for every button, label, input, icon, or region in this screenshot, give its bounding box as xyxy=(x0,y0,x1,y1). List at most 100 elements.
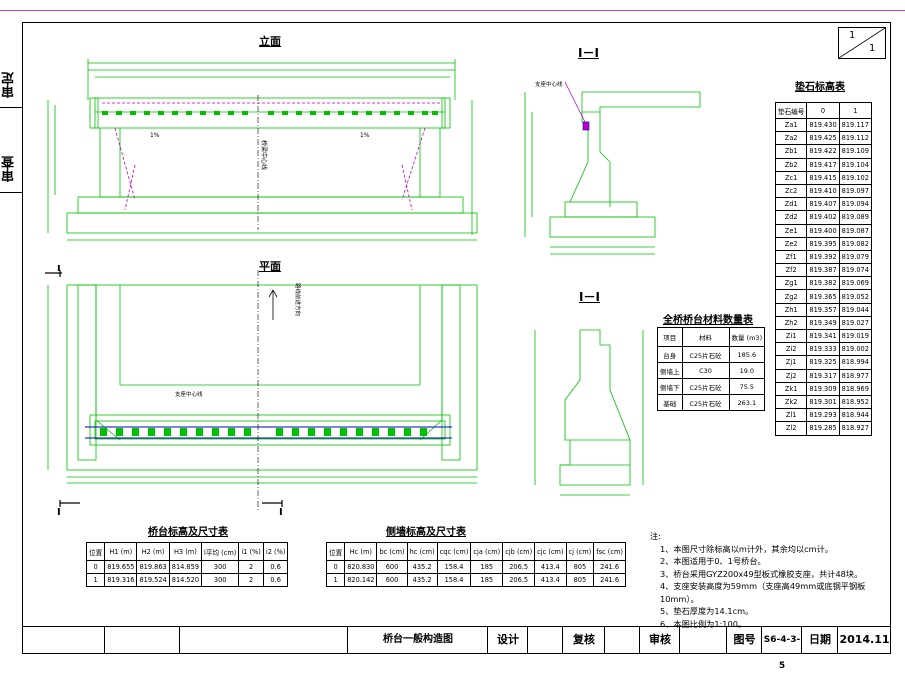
abutment-cell: 1 xyxy=(85,573,106,587)
pad-cell: 819.117 xyxy=(838,117,872,133)
pad-cell: 819.415 xyxy=(806,170,840,185)
pad-cell: 819.309 xyxy=(806,381,840,396)
abutment-cell: 300 xyxy=(201,560,240,574)
drawing-no: S6-4-3-5 xyxy=(761,627,802,671)
abutment-cell: 819.863 xyxy=(136,560,170,574)
abutment-cell: 819.316 xyxy=(104,573,138,587)
material-cell: 侧墙上 xyxy=(657,362,683,379)
pad-cell: 819.422 xyxy=(806,144,840,159)
plan-view: I I I 支座中心线 路线前进方向 xyxy=(45,265,478,515)
wall-header-cell: bc (cm) xyxy=(376,542,408,561)
abutment-cell: 819.524 xyxy=(136,573,170,587)
sheet-number-bottom: 1 xyxy=(869,43,876,54)
pad-cell: Zc1 xyxy=(774,170,808,185)
pad-cell: Zh1 xyxy=(774,302,808,317)
wall-cell: 158.4 xyxy=(436,560,472,574)
wall-cell: 805 xyxy=(565,573,595,587)
wall-header-cell: cqc (cm) xyxy=(436,542,472,561)
pad-cell: Zd2 xyxy=(774,210,808,225)
pad-header-cell: 1 xyxy=(838,102,872,119)
wall-header-cell: hc (cm) xyxy=(406,542,438,561)
section-view-lower xyxy=(534,329,644,496)
pad-cell: Zi1 xyxy=(774,328,808,344)
pad-cell: 819.325 xyxy=(806,355,840,370)
pad-cell: 819.109 xyxy=(838,144,872,159)
pad-header-cell: 垫石编号 xyxy=(774,102,808,119)
pad-cell: Zj1 xyxy=(774,355,808,370)
note-item: 3、桥台采用GYZ200x49型板式橡胶支座，共计48块。 xyxy=(660,568,863,579)
pad-cell: Zf1 xyxy=(774,249,808,265)
wall-table-title: 侧墙标高及尺寸表 xyxy=(386,527,466,538)
tb-blank-3 xyxy=(179,627,348,653)
abutment-header-cell: H1 (m) xyxy=(104,542,138,561)
section2-title: I－I xyxy=(579,290,600,304)
pad-cell: Zb2 xyxy=(774,157,808,172)
slope-left-label: 1% xyxy=(150,132,160,139)
material-cell: 263.1 xyxy=(728,394,766,411)
drawing-no-label: 图号 xyxy=(726,627,762,653)
material-cell: C25片石砼 xyxy=(681,378,730,395)
wall-cell: 413.4 xyxy=(534,573,567,587)
pad-cell: 819.069 xyxy=(838,276,872,291)
material-cell: 侧墙下 xyxy=(657,378,683,395)
pad-cell: 819.317 xyxy=(806,368,840,383)
wall-cell: 413.4 xyxy=(534,560,567,574)
pad-cell: Zb1 xyxy=(774,144,808,159)
wall-header-cell: Hc (m) xyxy=(344,542,378,561)
pad-header-cell: 0 xyxy=(806,102,840,119)
notes-title: 注: xyxy=(650,531,661,541)
pad-cell: 819.087 xyxy=(838,223,872,238)
note-item: 4、支座安装高度为59mm（支座高49mm或底钢平钢板10mm）。 xyxy=(660,581,866,604)
pad-cell: Za1 xyxy=(774,117,808,133)
check-sign xyxy=(604,627,640,653)
pad-cell: 818.977 xyxy=(838,368,872,383)
abutment-header-cell: H3 (m) xyxy=(168,542,203,561)
material-cell: C25片石砼 xyxy=(681,346,730,363)
pad-cell: 819.097 xyxy=(838,183,872,199)
elevation-title: 立面 xyxy=(259,35,281,48)
abutment-header-cell: 位置 xyxy=(85,542,106,561)
elevation-view: 1% 1% 桥梁中心线 xyxy=(47,59,478,241)
note-item: 5、垫石厚度为14.1cm。 xyxy=(660,606,754,616)
section1-title: I－I xyxy=(578,46,599,60)
material-header-qty: 数量 (m3) xyxy=(728,327,766,347)
audit-label: 审核 xyxy=(639,627,680,653)
abutment-cell: 2 xyxy=(238,560,264,574)
pad-cell: 818.927 xyxy=(838,421,872,436)
note-item: 6、本图比例为1:100。 xyxy=(660,618,747,629)
sheet-number-box: 1 1 xyxy=(838,27,886,59)
wall-cell: 241.6 xyxy=(593,560,626,574)
material-header-material: 材料 xyxy=(681,327,730,347)
pad-cell: 819.425 xyxy=(806,131,840,146)
audit-sign xyxy=(679,627,727,653)
pad-cell: 819.002 xyxy=(838,342,872,357)
abutment-cell: 300 xyxy=(201,573,240,587)
pad-cell: 819.402 xyxy=(806,210,840,225)
plan-section-mark-left: I xyxy=(57,265,61,274)
drawing-name: 桥台一般构造图 xyxy=(347,627,488,653)
pad-cell: 819.357 xyxy=(806,302,840,317)
section-support-center-label: 支座中心线 xyxy=(535,80,563,88)
pad-cell: 819.301 xyxy=(806,394,840,410)
pad-cell: Ze2 xyxy=(774,236,808,251)
wall-cell: 435.2 xyxy=(406,573,438,587)
top-border-line xyxy=(0,10,905,11)
wall-cell: 158.4 xyxy=(436,573,472,587)
abutment-header-cell: l平均 (cm) xyxy=(201,542,240,561)
pad-cell: 818.952 xyxy=(838,394,872,410)
material-header-item: 项目 xyxy=(657,327,683,347)
